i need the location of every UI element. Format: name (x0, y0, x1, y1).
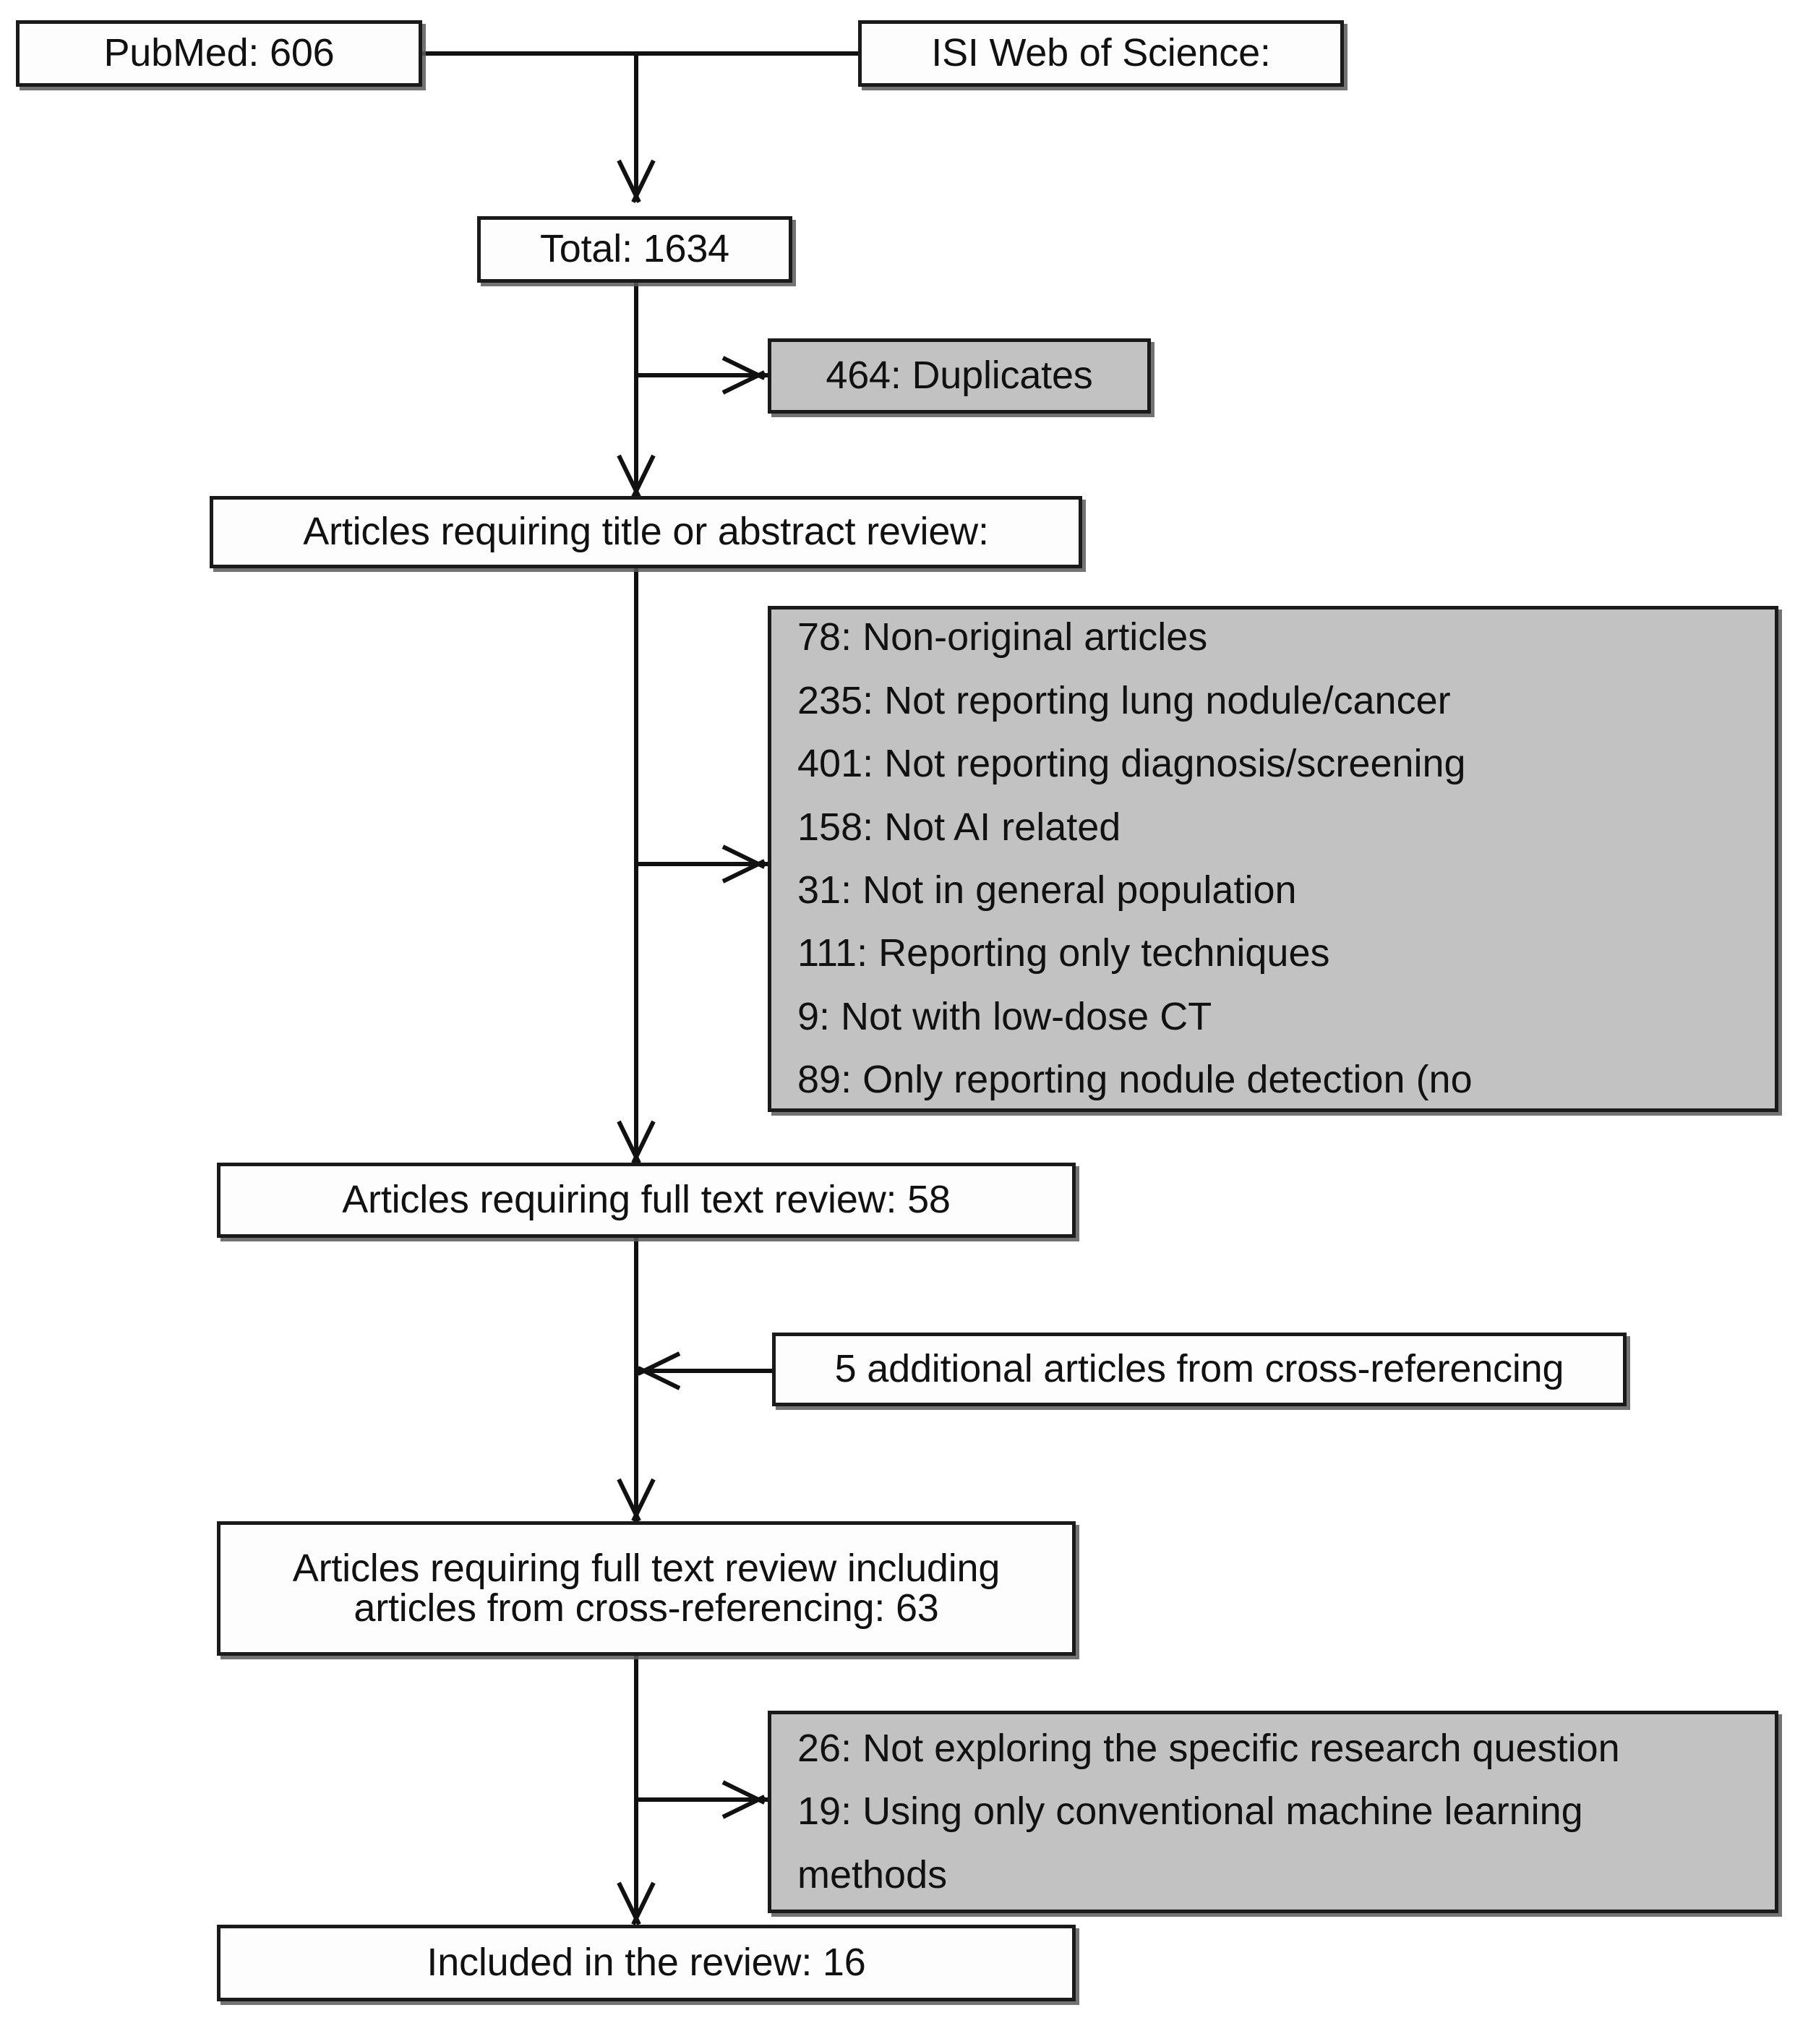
arrowhead-total-to-title-review (612, 456, 660, 499)
node-duplicates: 464: Duplicates (768, 338, 1151, 414)
connector-title-review-to-exclusions (634, 862, 768, 866)
exclusions-title-abstract-list: 78: Non-original articles 235: Not repor… (771, 606, 1775, 1112)
node-cross-referencing-label: 5 additional articles from cross-referen… (834, 1347, 1564, 1391)
node-line-2: articles from cross-referencing: 63 (354, 1586, 939, 1630)
node-full-text-review-label: Articles requiring full text review: 58 (342, 1178, 951, 1222)
node-duplicates-label: 464: Duplicates (826, 354, 1093, 398)
connector-combined-to-included (634, 1656, 638, 1923)
connector-combined-to-exclusions (634, 1797, 768, 1802)
node-title-abstract-review: Articles requiring title or abstract rev… (210, 496, 1082, 568)
node-full-text-review-including-cross-referencing-label: Articles requiring full text review incl… (220, 1546, 1072, 1630)
connector-sources-join (422, 51, 860, 56)
node-total-label: Total: 1634 (540, 227, 729, 271)
exclusion-item: 78: Non-original articles (797, 615, 1208, 659)
exclusion-item: 89: Only reporting nodule detection (no (797, 1058, 1473, 1102)
connector-total-to-duplicates (634, 373, 768, 377)
arrowhead-combined-to-included (612, 1883, 660, 1926)
exclusion-item: 111: Reporting only techniques (797, 931, 1330, 975)
exclusion-item: 401: Not reporting diagnosis/screening (797, 742, 1466, 786)
exclusions-full-text-list: 26: Not exploring the specific research … (771, 1717, 1775, 1907)
arrowhead-title-review-to-full-text (612, 1121, 660, 1165)
connector-total-to-title-review (634, 283, 638, 497)
node-title-abstract-review-label: Articles requiring title or abstract rev… (303, 510, 989, 554)
node-pubmed: PubMed: 606 (16, 20, 422, 87)
node-included-in-review-label: Included in the review: 16 (427, 1941, 866, 1985)
node-pubmed-label: PubMed: 606 (103, 31, 335, 75)
node-isi-web-of-science: ISI Web of Science: (858, 20, 1344, 87)
arrowhead-cross-referencing-inbound (636, 1347, 680, 1395)
node-full-text-review-including-cross-referencing: Articles requiring full text review incl… (217, 1521, 1076, 1656)
arrowhead-full-text-to-combined (612, 1479, 660, 1523)
node-total: Total: 1634 (477, 216, 792, 283)
node-line-1: Articles requiring full text review incl… (292, 1546, 1001, 1590)
connector-sources-to-total (634, 51, 638, 202)
node-full-text-review: Articles requiring full text review: 58 (217, 1163, 1076, 1238)
arrowhead-to-duplicates (723, 351, 766, 399)
node-isi-web-of-science-label: ISI Web of Science: (931, 31, 1271, 75)
exclusion-item: 26: Not exploring the specific research … (797, 1726, 1620, 1770)
node-cross-referencing: 5 additional articles from cross-referen… (772, 1333, 1627, 1406)
exclusion-item: 235: Not reporting lung nodule/cancer (797, 678, 1451, 722)
exclusion-item: 31: Not in general population (797, 868, 1297, 912)
exclusion-item: 9: Not with low-dose CT (797, 994, 1212, 1038)
node-included-in-review: Included in the review: 16 (217, 1925, 1076, 2001)
exclusion-item: 19: Using only conventional machine lear… (797, 1789, 1583, 1897)
node-exclusions-title-abstract: 78: Non-original articles 235: Not repor… (768, 606, 1778, 1112)
arrowhead-sources-to-total (612, 161, 660, 204)
exclusion-item: 158: Not AI related (797, 805, 1121, 849)
connector-cross-referencing-to-flow (636, 1369, 774, 1373)
node-exclusions-full-text: 26: Not exploring the specific research … (768, 1711, 1778, 1913)
arrowhead-to-exclusions-full-text (723, 1776, 766, 1823)
arrowhead-to-exclusions-title-abstract (723, 840, 766, 888)
